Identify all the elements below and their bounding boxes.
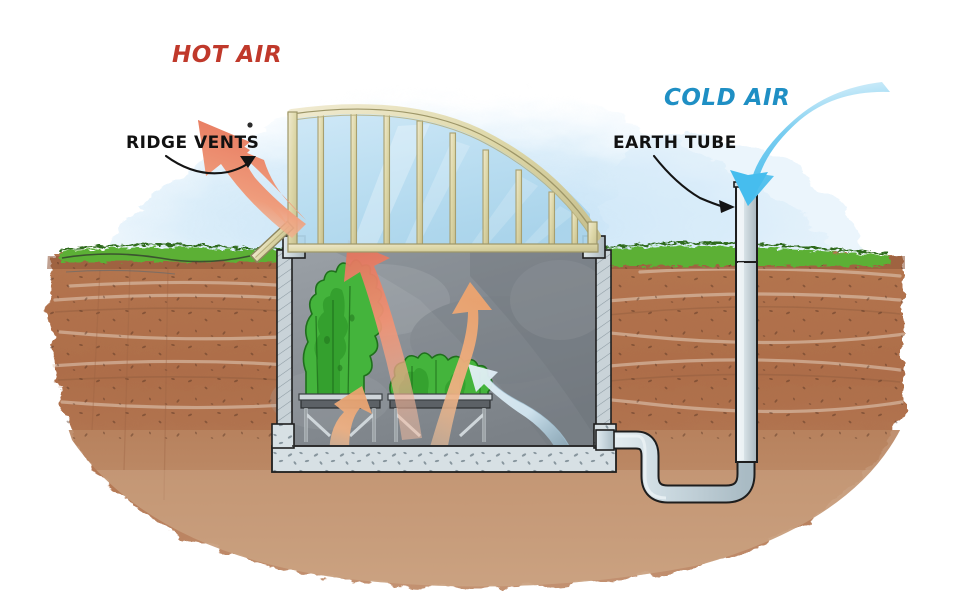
label-earth-tube: EARTH TUBE bbox=[613, 133, 737, 153]
leader-arrowheads bbox=[240, 156, 735, 213]
greenhouse-glazing bbox=[287, 104, 601, 253]
label-cold-air: COLD AIR bbox=[664, 85, 790, 111]
earth-tube-leader bbox=[652, 154, 726, 209]
hot-air-exhaust-arrow bbox=[198, 120, 306, 238]
hot-air-rise-arrow-2 bbox=[424, 282, 492, 470]
cold-air-intake-arrow bbox=[730, 82, 890, 206]
label-ridge-vents: RIDGE VENTS bbox=[126, 133, 259, 153]
grass-line bbox=[59, 241, 890, 266]
ground-sketch-line bbox=[61, 253, 251, 275]
foundation-and-walls bbox=[271, 235, 617, 473]
ridge-vent-panel bbox=[247, 122, 295, 264]
hot-air-rise-arrow-1 bbox=[344, 240, 422, 440]
cold-air-delivery-arrow bbox=[468, 364, 573, 458]
label-hot-air: HOT AIR bbox=[172, 42, 282, 68]
